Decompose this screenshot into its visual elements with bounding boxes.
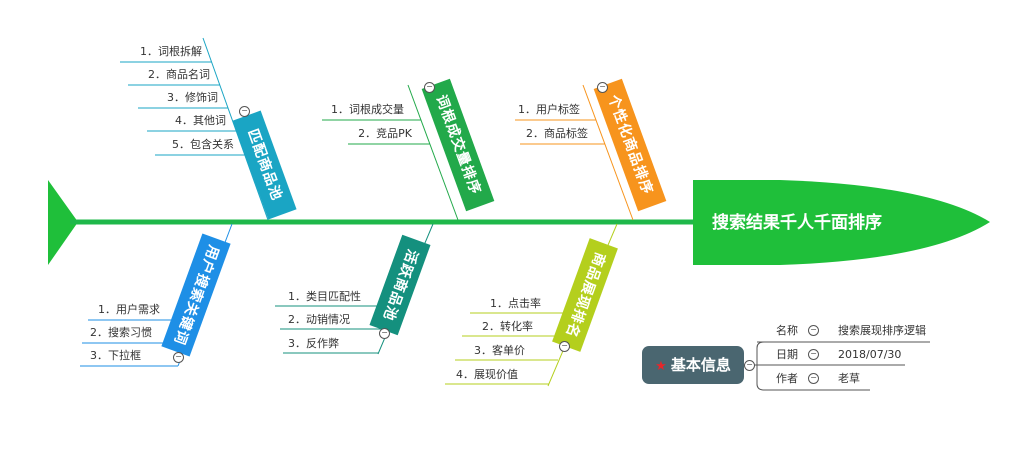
list-item: 1．词根成交量 [331, 103, 404, 116]
list-item: 2．动销情况 [288, 313, 350, 326]
list-item: 2．转化率 [482, 320, 533, 333]
info-value-date: 2018/07/30 [838, 348, 902, 361]
list-item: 2．竞品PK [358, 127, 412, 140]
collapse-toggle[interactable]: − [379, 328, 390, 339]
list-item: 1．用户需求 [98, 303, 160, 316]
info-key-name: 名称 [776, 324, 798, 337]
diagram-title: 搜索结果千人千面排序 [712, 213, 882, 233]
list-item: 3．下拉框 [90, 349, 141, 362]
list-item: 1．点击率 [490, 297, 541, 310]
list-item: 3．客单价 [474, 344, 525, 357]
fish-tail [48, 180, 78, 265]
collapse-toggle[interactable]: − [424, 82, 435, 93]
list-item: 2．商品名词 [148, 68, 210, 81]
list-item: 4．其他词 [175, 114, 226, 127]
info-key-date: 日期 [776, 348, 798, 361]
list-item: 3．修饰词 [167, 91, 218, 104]
fish-head [693, 180, 990, 265]
list-item: 4．展现价值 [456, 368, 518, 381]
list-item: 5．包含关系 [172, 138, 234, 151]
info-key-author: 作者 [776, 372, 798, 385]
collapse-toggle[interactable]: − [808, 373, 819, 384]
list-item: 1．用户标签 [518, 103, 580, 116]
collapse-toggle[interactable]: − [808, 325, 819, 336]
collapse-toggle[interactable]: − [744, 360, 755, 371]
collapse-toggle[interactable]: − [239, 106, 250, 117]
list-item: 2．搜索习惯 [90, 326, 152, 339]
list-item: 1．类目匹配性 [288, 290, 361, 303]
info-value-author: 老草 [838, 372, 860, 385]
info-node[interactable]: ★基本信息 [642, 346, 744, 384]
collapse-toggle[interactable]: − [173, 352, 184, 363]
info-value-name: 搜索展现排序逻辑 [838, 324, 926, 337]
list-item: 2．商品标签 [526, 127, 588, 140]
collapse-toggle[interactable]: − [808, 349, 819, 360]
collapse-toggle[interactable]: − [597, 82, 608, 93]
info-title: 基本信息 [670, 356, 731, 374]
star-icon: ★ [655, 359, 667, 374]
list-item: 3．反作弊 [288, 337, 339, 350]
collapse-toggle[interactable]: − [559, 341, 570, 352]
list-item: 1．词根拆解 [140, 45, 202, 58]
